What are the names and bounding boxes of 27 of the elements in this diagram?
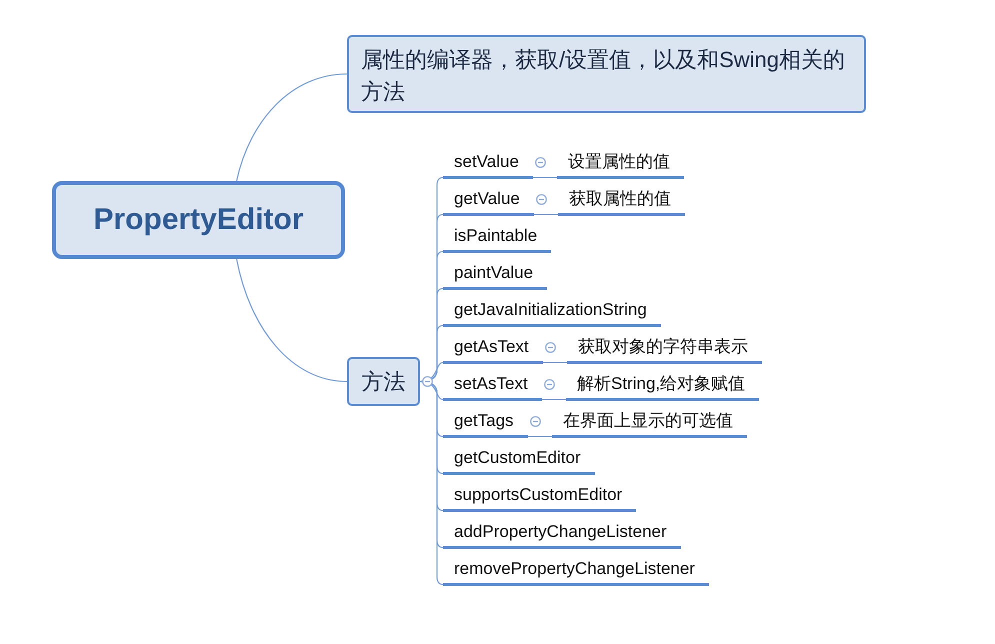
underlined-topic: isPaintable xyxy=(443,225,552,253)
underlined-topic: addPropertyChangeListener xyxy=(443,521,681,549)
underlined-topic: setValue xyxy=(443,151,533,179)
branch-line xyxy=(236,258,348,382)
underlined-topic: getCustomEditor xyxy=(443,447,595,475)
underlined-topic: 设置属性的值 xyxy=(557,151,684,179)
branch-line xyxy=(534,214,558,216)
topic-box: 方法 xyxy=(347,357,420,406)
underlined-topic: getJavaInitializationString xyxy=(443,299,661,327)
branch-line xyxy=(236,73,348,182)
topic-box: 属性的编译器，获取/设置值，以及和Swing相关的方法 xyxy=(347,35,866,113)
underlined-topic: supportsCustomEditor xyxy=(443,484,636,512)
underlined-topic: getTags xyxy=(443,410,528,438)
underlined-topic: 获取属性的值 xyxy=(558,188,685,216)
underlined-topic: getAsText xyxy=(443,336,543,364)
branch-line xyxy=(542,398,566,400)
branch-line xyxy=(528,436,552,438)
underlined-topic: 解析String,给对象赋值 xyxy=(566,373,760,401)
underlined-topic: paintValue xyxy=(443,262,548,290)
underlined-topic: 获取对象的字符串表示 xyxy=(567,336,762,364)
underlined-topic: getValue xyxy=(443,188,534,216)
underlined-topic: 在界面上显示的可选值 xyxy=(552,410,747,438)
underlined-topic: removePropertyChangeListener xyxy=(443,558,709,586)
underlined-topic: setAsText xyxy=(443,373,542,401)
central-topic-box: PropertyEditor xyxy=(52,181,345,259)
branch-line xyxy=(533,176,557,178)
branch-line xyxy=(543,362,567,364)
